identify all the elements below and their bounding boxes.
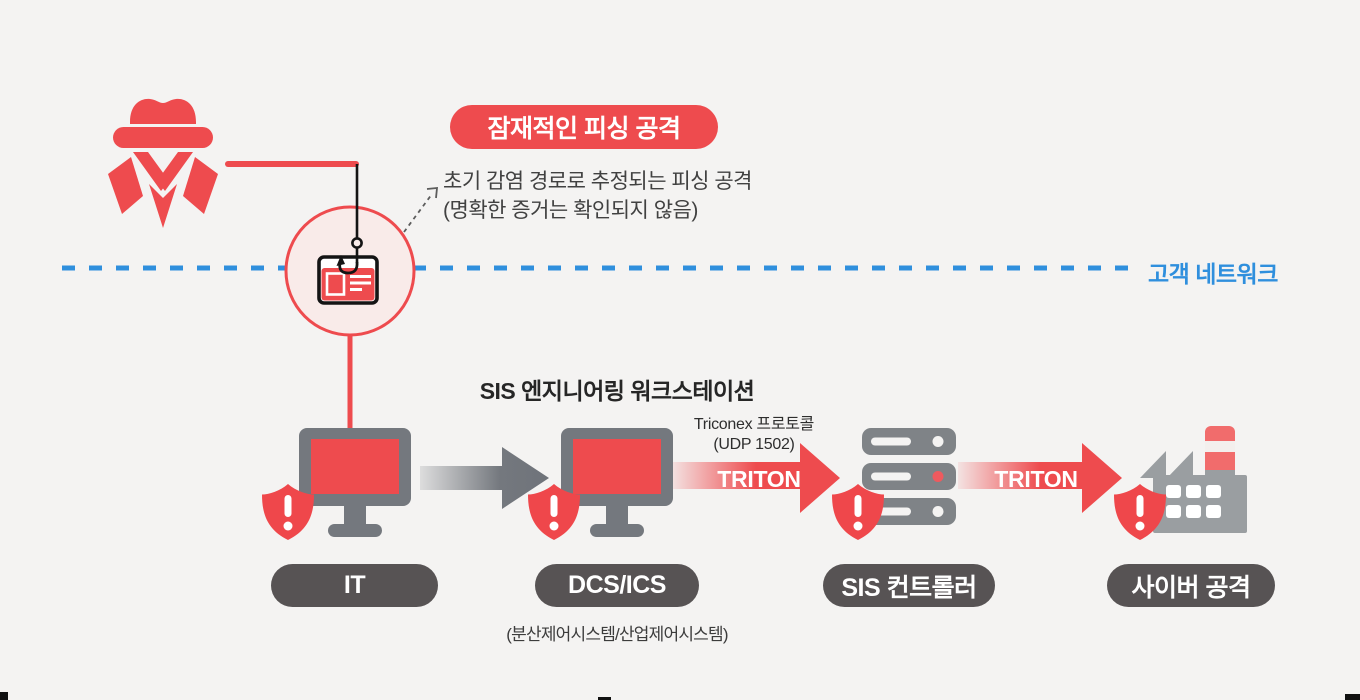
dashed-pointer-arrow	[403, 186, 439, 233]
bottom-left-crop-artifact	[0, 692, 8, 700]
spy-icon	[108, 98, 218, 228]
phishing-note: 초기 감염 경로로 추정되는 피싱 공격 (명확한 증거는 확인되지 않음)	[443, 167, 752, 225]
triton-arrow-label-1: TRITON	[717, 466, 801, 492]
protocol-line2: (UDP 1502)	[713, 436, 795, 453]
node-label-sis-controller: SIS 컨트롤러	[823, 564, 995, 607]
workstation-title: SIS 엔지니어링 워크스테이션	[479, 378, 755, 404]
triton-arrow-label-2: TRITON	[994, 466, 1078, 492]
server-rack-icon	[862, 428, 956, 525]
phishing-badge: 잠재적인 피싱 공격	[450, 105, 718, 149]
phishing-note-line2: (명확한 증거는 확인되지 않음)	[443, 199, 698, 222]
triconex-protocol-caption: Triconex 프로토콜 (UDP 1502)	[664, 415, 844, 455]
node-label-cyber-attack: 사이버 공격	[1107, 564, 1275, 607]
protocol-line1: Triconex 프로토콜	[693, 416, 815, 433]
sis-alert-shield-icon	[832, 484, 884, 540]
alert-shield-icons	[262, 484, 1166, 540]
phishing-note-line1: 초기 감염 경로로 추정되는 피싱 공격	[443, 170, 752, 193]
it-workstation-monitor-icon	[299, 428, 411, 537]
bottom-right-crop-artifact	[1345, 694, 1360, 700]
factory-icon	[1140, 426, 1247, 533]
dcs-workstation-monitor-icon	[561, 428, 673, 537]
bottom-center-crop-artifact	[598, 697, 611, 700]
dcs-to-sis-triton-arrow	[672, 443, 840, 513]
node-label-dcs-ics: DCS/ICS	[535, 564, 699, 607]
it-alert-shield-icon	[262, 484, 314, 540]
customer-network-label: 고객 네트워크	[1148, 261, 1278, 287]
it-to-dcs-arrow	[420, 447, 549, 509]
phishing-hook-id-card-icon	[317, 164, 379, 305]
sis-to-factory-triton-arrow	[958, 443, 1122, 513]
dcs-ics-sublabel: (분산제어시스템/산업제어시스템)	[506, 625, 728, 644]
factory-alert-shield-icon	[1114, 484, 1166, 540]
dcs-alert-shield-icon	[528, 484, 580, 540]
node-label-it: IT	[271, 564, 438, 607]
